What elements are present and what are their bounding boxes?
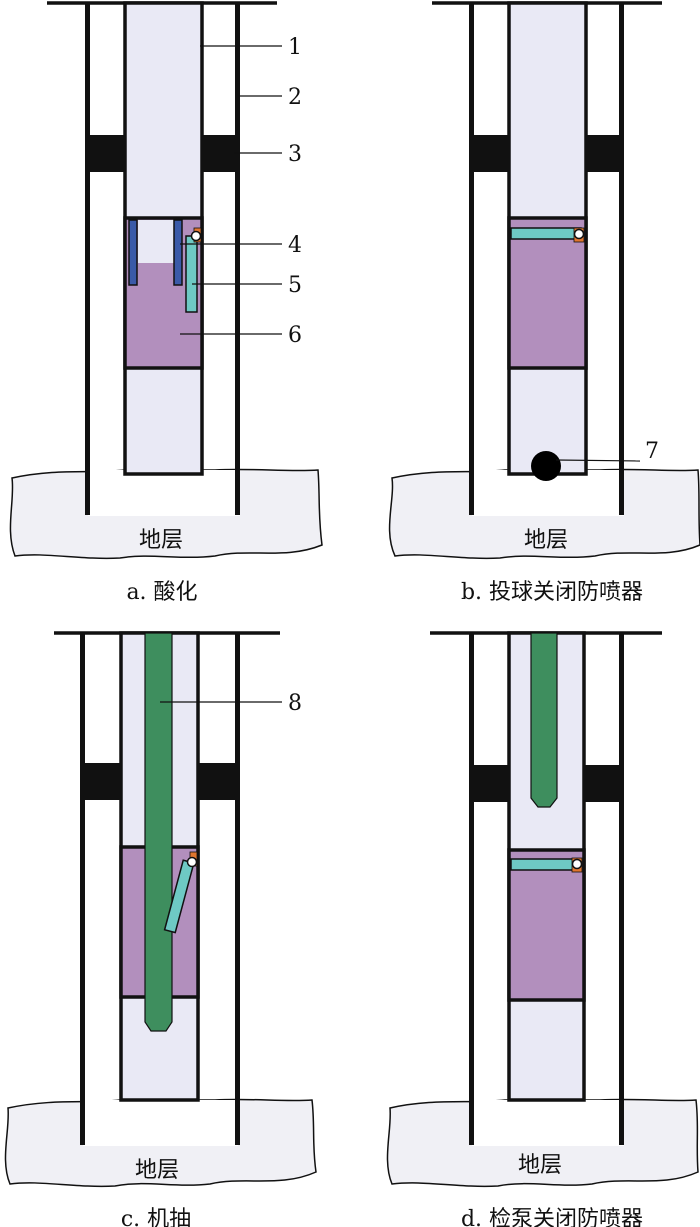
sucker-rod-withdrawn xyxy=(530,632,558,808)
flapper-closed xyxy=(510,858,580,871)
hinge-pin xyxy=(186,856,198,868)
panel-caption: c. 机抽 xyxy=(121,1207,191,1227)
valve-inner-bore xyxy=(138,220,174,263)
formation-label: 地层 xyxy=(135,1158,179,1183)
casing-right-wall xyxy=(619,3,624,515)
sucker-rod xyxy=(144,632,173,1032)
casing-left-wall xyxy=(80,633,85,1145)
packer-left xyxy=(474,765,509,802)
casing-right-wall xyxy=(619,633,624,1145)
packer-left xyxy=(90,135,125,172)
panel-a: 1 2 3 4 5 6 地层 a. 酸化 xyxy=(9,1,323,605)
callout-3: 3 xyxy=(288,142,302,167)
packer-right xyxy=(586,135,619,172)
annulus-opening xyxy=(88,470,240,516)
valve-body xyxy=(507,848,586,1002)
casing-left-wall xyxy=(85,3,90,515)
closing-ball xyxy=(531,451,561,481)
seat-right xyxy=(173,219,183,286)
casing-right-wall xyxy=(235,3,240,515)
annulus-opening xyxy=(472,1100,624,1146)
panel-d: 地层 d. 检泵关闭防喷器 xyxy=(386,631,699,1227)
panel-b: 7 地层 b. 投球关闭防喷器 xyxy=(388,1,700,605)
callout-2: 2 xyxy=(288,85,302,110)
callout-6: 6 xyxy=(288,323,302,348)
panel-caption: d. 检泵关闭防喷器 xyxy=(461,1207,643,1227)
panel-caption: b. 投球关闭防喷器 xyxy=(461,580,643,605)
panel-c: 8 地层 c. 机抽 xyxy=(4,631,317,1227)
callout-8: 8 xyxy=(288,691,302,716)
formation-label: 地层 xyxy=(518,1153,562,1178)
packer-right xyxy=(202,135,235,172)
annulus-opening xyxy=(83,1100,238,1146)
valve-body xyxy=(507,216,588,370)
callout-4: 4 xyxy=(288,233,302,258)
callout-1: 1 xyxy=(288,35,302,60)
formation-label: 地层 xyxy=(139,528,183,553)
hinge-pin xyxy=(573,228,585,240)
casing-left-wall xyxy=(469,633,474,1145)
flapper-closed xyxy=(510,227,582,240)
hinge-pin xyxy=(190,230,202,242)
formation-label: 地层 xyxy=(524,528,568,553)
casing-left-wall xyxy=(469,3,474,515)
callout-5: 5 xyxy=(288,273,302,298)
seat-left xyxy=(128,219,138,286)
leader-line-7 xyxy=(555,459,641,462)
packer-right xyxy=(584,765,619,802)
packer-left xyxy=(474,135,509,172)
panel-caption: a. 酸化 xyxy=(126,580,197,605)
packer-right xyxy=(198,763,235,800)
hinge-pin xyxy=(571,858,583,870)
flapper-open xyxy=(185,235,198,313)
casing-right-wall xyxy=(235,633,240,1145)
packer-left xyxy=(85,763,121,800)
callout-7: 7 xyxy=(645,439,659,464)
